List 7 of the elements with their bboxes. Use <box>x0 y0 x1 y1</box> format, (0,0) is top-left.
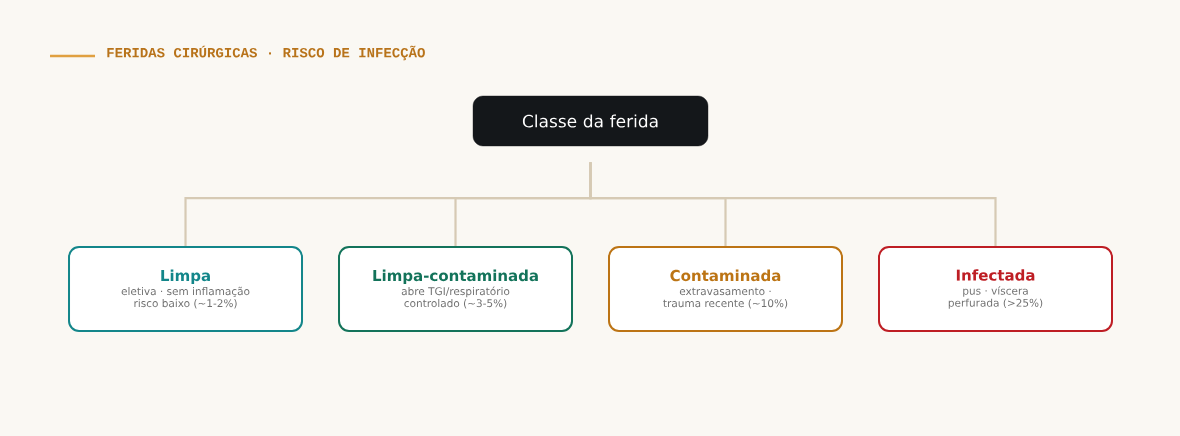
connector <box>589 162 997 246</box>
class-box: Limpa-contaminada abre TGI/respiratório controlado (~3-5%) <box>338 246 573 332</box>
root-box: Classe da ferida <box>472 95 709 147</box>
title: FERIDAS CIRÚRGICAS · RISCO DE INFECÇÃO <box>107 45 425 61</box>
class-box: Limpa eletiva · sem inflamação risco baixo (~1-2%) <box>68 246 303 332</box>
class-box: Infectada pus · víscera perfurada (>25%) <box>878 246 1113 332</box>
class-box: Contaminada extravasamento · trauma recente (~10%) <box>608 246 843 332</box>
